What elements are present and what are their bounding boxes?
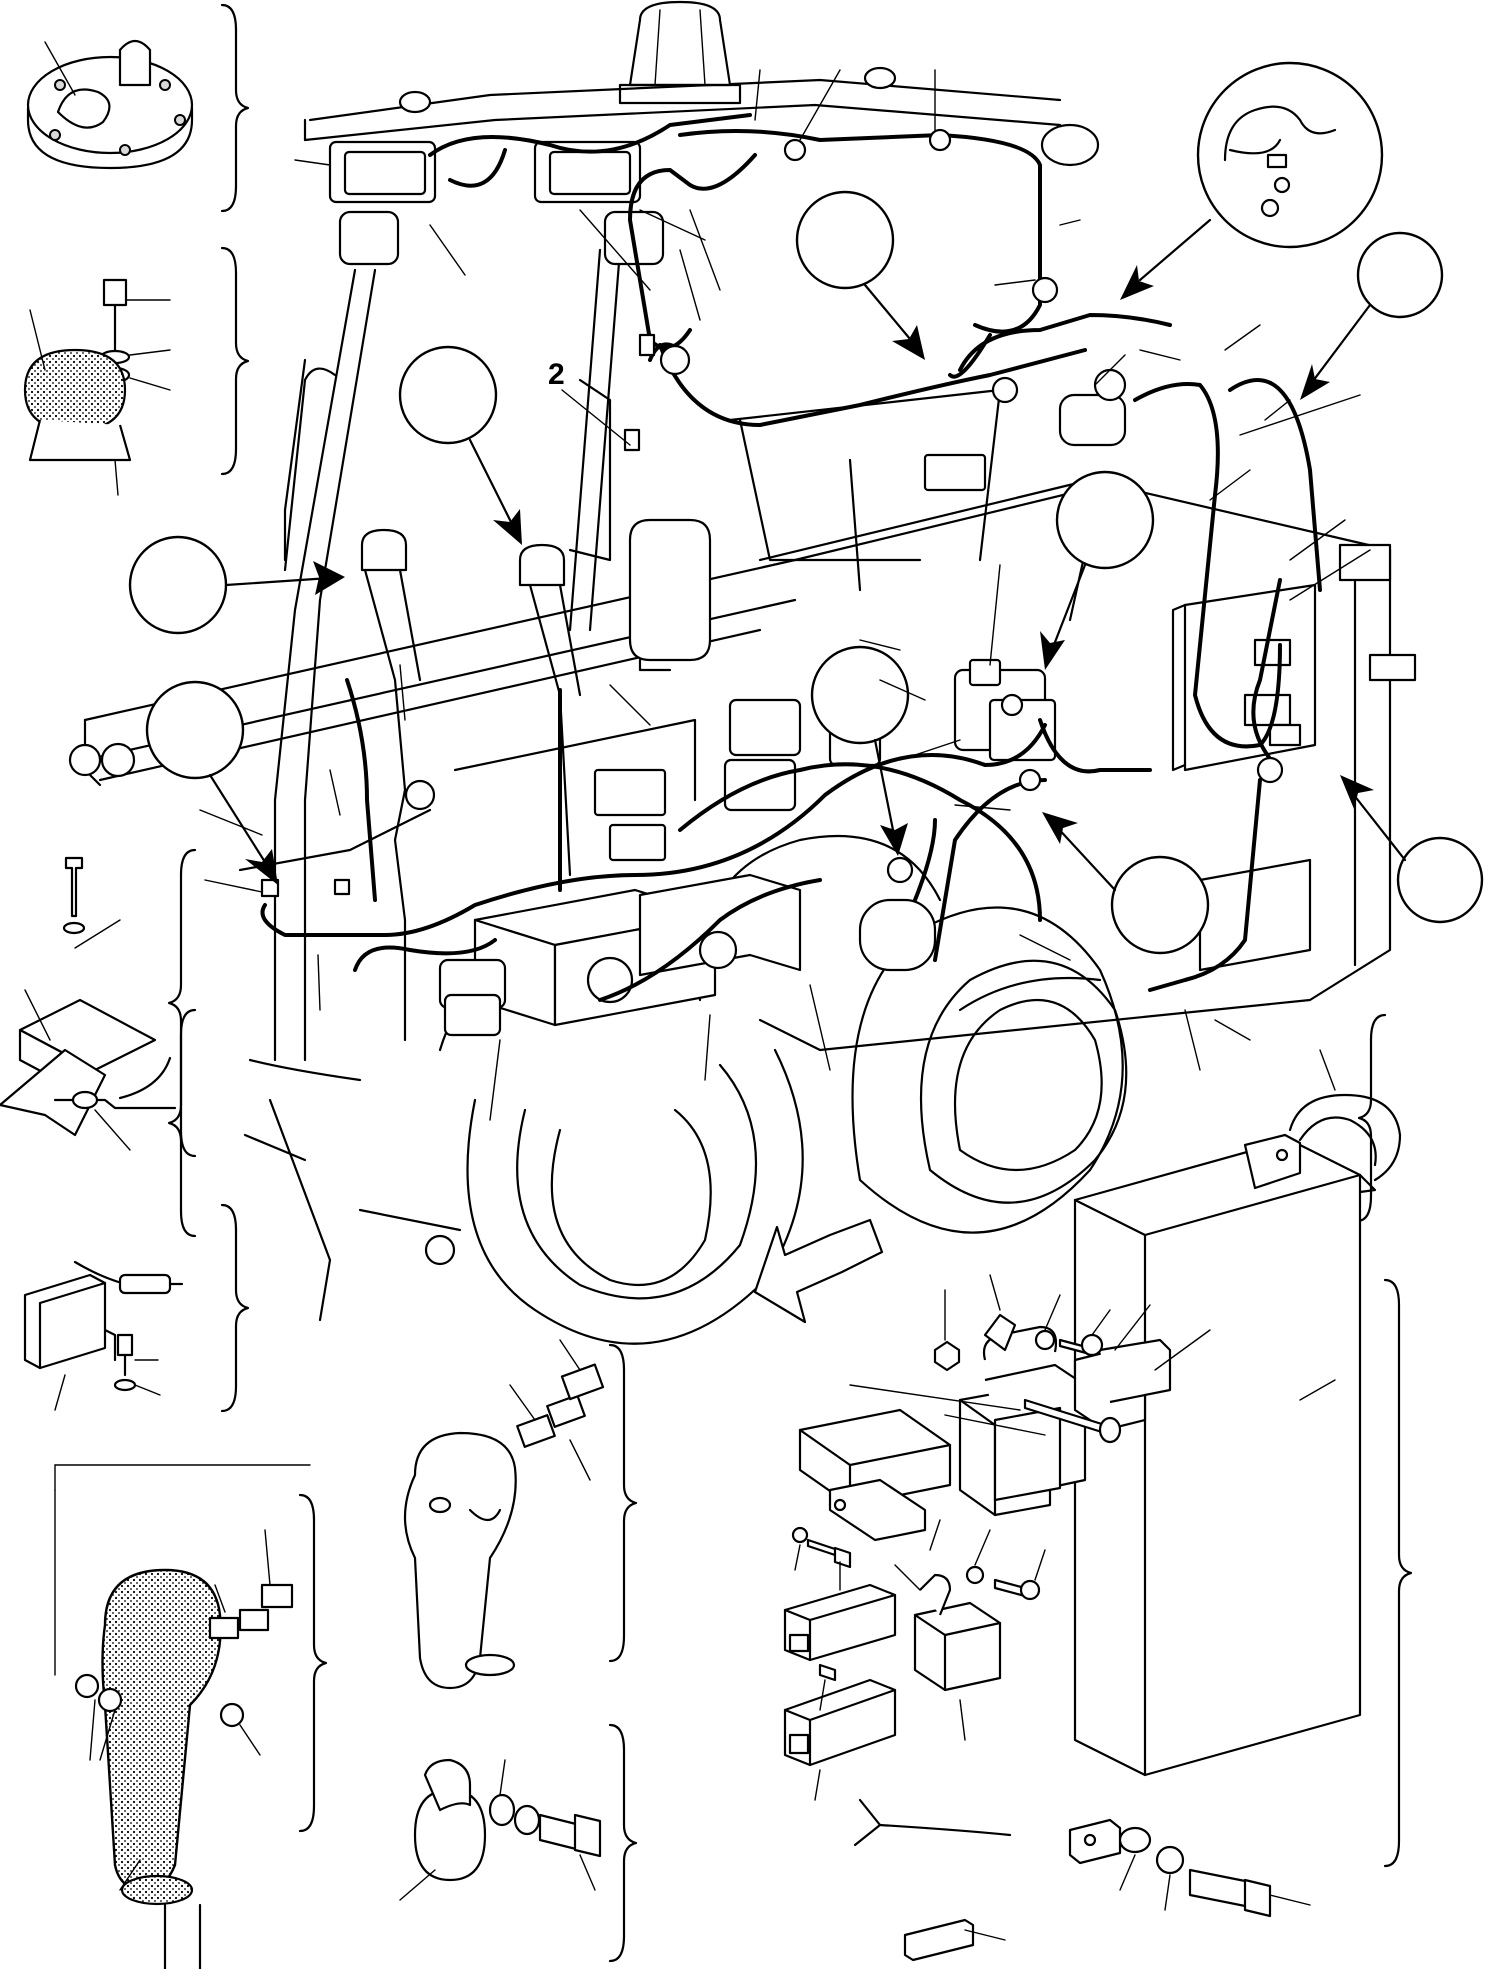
- harness-grommets: [260, 128, 1284, 898]
- balloon-center-joystick: [398, 345, 522, 545]
- balloon-lower-left: [145, 680, 278, 885]
- mounting-plate-detail: [26, 39, 194, 170]
- balloon-right-box: [1340, 775, 1484, 924]
- direction-arrow: [753, 1218, 884, 1324]
- electronics-box: [1171, 583, 1317, 772]
- joystick-handle-plain: [403, 1339, 638, 1690]
- balloon-right-upper: [1300, 231, 1444, 400]
- machine-frame: [68, 0, 1392, 1322]
- wiring-harness: [260, 113, 1322, 1002]
- proximity-switch-detail: [23, 1260, 184, 1411]
- balloon-center-mid: [810, 645, 910, 856]
- work-lights: [328, 123, 1100, 266]
- leader-lines: [199, 69, 1371, 1121]
- left-group-braces: [167, 3, 250, 1413]
- sensor-bracket-detail: [0, 856, 177, 1151]
- callout-label-2: 2: [548, 358, 565, 391]
- control-valves: [438, 393, 1417, 1037]
- electrical-components: [783, 1133, 1413, 1962]
- callout-balloons: [128, 61, 1484, 955]
- p-clamp-detail: [399, 1723, 638, 1963]
- callout-2: 2: [548, 358, 631, 446]
- joystick-handle-stippled: [54, 1464, 311, 1969]
- balloon-top-center: [795, 190, 925, 360]
- balloon-right-mid: [1042, 812, 1210, 955]
- balloon-center-right: [1040, 470, 1155, 670]
- pipe-clamp-detail: [23, 278, 171, 496]
- joystick-brace: [298, 1493, 328, 1833]
- balloon-left-joystick: [128, 535, 345, 635]
- balloon-top-right-detail: [1120, 61, 1384, 300]
